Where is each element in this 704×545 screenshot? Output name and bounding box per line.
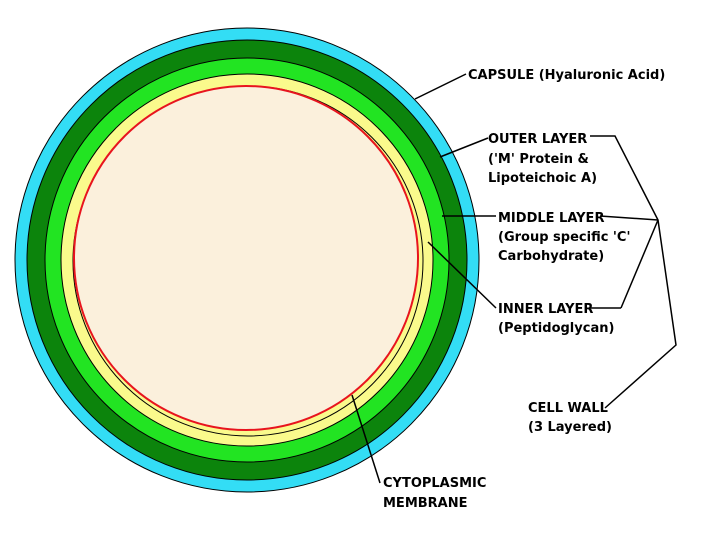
cell-wall-bracket-middle [599, 215, 659, 221]
middle-layer-label-line1: MIDDLE LAYER [498, 211, 604, 226]
membrane-label-line2: MEMBRANE [383, 496, 468, 511]
outer-layer-label-line3: Lipoteichoic A) [488, 171, 597, 186]
leader-lines [351, 73, 677, 484]
middle-layer-label-line3: Carbohydrate) [498, 249, 604, 264]
membrane-label-line1: CYTOPLASMIC [383, 476, 486, 491]
membrane-leader-line [351, 394, 381, 484]
capsule-leader-line [414, 73, 467, 100]
inner-layer-label-line2: (Peptidoglycan) [498, 321, 614, 336]
outer-layer-label-line2: ('M' Protein & [488, 152, 589, 167]
cytoplasm [74, 86, 418, 430]
cytoplasmic-membrane [73, 85, 419, 431]
capsule-label: CAPSULE (Hyaluronic Acid) [468, 68, 665, 83]
inner-layer-label-line1: INNER LAYER [498, 302, 593, 317]
outer-layer-label-line1: OUTER LAYER [488, 132, 587, 147]
outer-layer-leader-line [439, 137, 489, 158]
cell-wall-bracket [590, 135, 677, 409]
cell-wall-bracket-inner-join [620, 219, 659, 309]
cell-wall-label-line1: CELL WALL [528, 401, 608, 416]
inner-layer-leader-line [427, 241, 497, 309]
cell-wall-label-line2: (3 Layered) [528, 420, 612, 435]
middle-layer-label-line2: (Group specific 'C' [498, 230, 630, 245]
